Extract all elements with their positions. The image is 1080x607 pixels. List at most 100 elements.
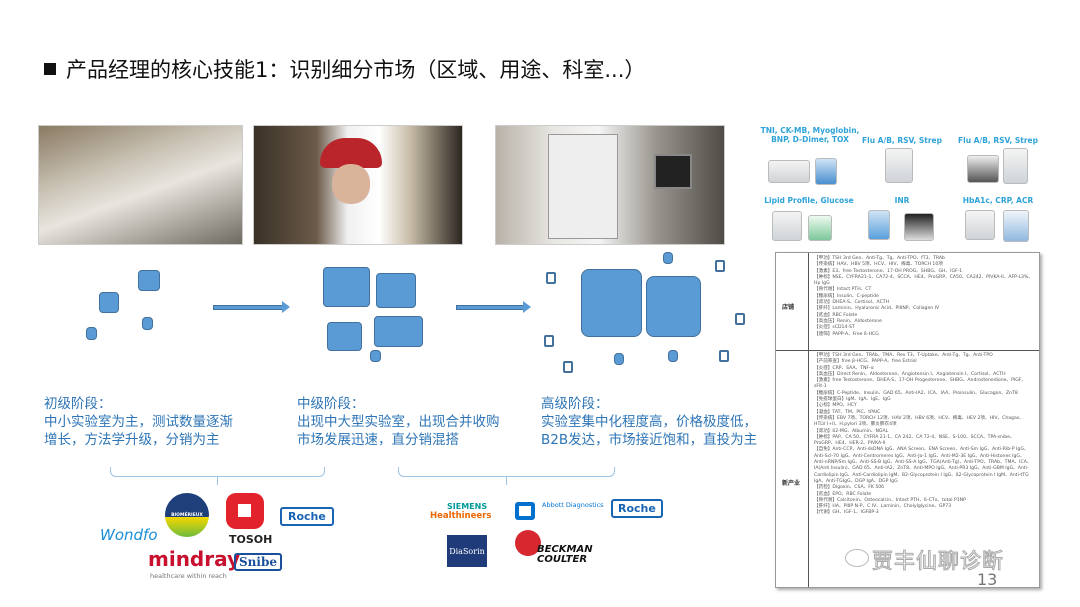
slide-title: 产品经理的核心技能1：识别细分市场（区域、用途、科室...） [44, 54, 645, 84]
lab-outline-square [546, 272, 556, 284]
product-label: Lipid Profile, Glucose [764, 196, 854, 205]
logo-text: DiaSorin [449, 546, 485, 556]
test-menu-table: 店铺 【甲功】TSH 3rd Gen、Anti-Tg、Tg、Anti-TPO、f… [775, 252, 1040, 588]
stage-desc: 中小实验室为主，测试数量逐渐 [44, 414, 233, 430]
lab-outline-square [715, 260, 725, 272]
snibe-logo: Snibe [234, 553, 282, 571]
lab-square [99, 292, 119, 313]
village-clinic-photo [253, 125, 463, 245]
table-line: 【甲功】TSH 3rd Gen、TRAb、TMA、Rev T3、T-Uptake… [814, 353, 993, 358]
table-divider [776, 350, 1039, 351]
device-image [885, 148, 913, 183]
lab-outline-square [719, 350, 729, 362]
lab-square [370, 350, 381, 362]
table-line: 【自免】Anti-CCP、Anti-dsDNA IgG、ANA Screen、E… [814, 447, 1032, 484]
lab-square [668, 350, 678, 362]
logo-text: BECKMAN [537, 544, 593, 555]
table-line: 【贫血】EPO、RBC Folate [814, 491, 872, 497]
table-line: 【免疫球蛋白】IgM、IgA、IgE、IgG [814, 397, 891, 403]
device-image [965, 210, 995, 240]
table-line: 【甲功】TSH 3rd Gen、Anti-Tg、Tg、Anti-TPO、fT3、… [814, 256, 945, 261]
table-line: 【骨代谢】Calcitonin、Osteocalcin、Intact PTH、ß… [814, 497, 966, 503]
product-label: INR [894, 196, 910, 205]
analyzer [548, 134, 618, 239]
lab-square [327, 322, 362, 351]
biomerieux-logo: BIOMÉRIEUX [165, 493, 209, 537]
device-image [1003, 148, 1028, 184]
product-label: TNI, CK-MB, Myoglobin, BNP, D-Dimer, TOX [760, 126, 860, 144]
table-line: 【代谢】GH、IGF-1、IGFBP-3 [814, 510, 879, 516]
siemens-logo: SIEMENS [447, 502, 488, 511]
logo-text: BIOMÉRIEUX [171, 512, 203, 518]
device-image [868, 210, 890, 240]
table-line: 【糖尿病】C-Peptide、Insulin、GAD 65、Anti-IA2、I… [814, 390, 1018, 396]
device-image [815, 158, 837, 185]
device-image [772, 211, 802, 241]
device-image [1003, 210, 1029, 242]
wechat-icon [845, 549, 869, 567]
small-lab-photo [38, 125, 243, 245]
stage-heading: 初级阶段： [44, 396, 112, 412]
table-line: 【激素】free Testosterone、DHEA-S、17-OH Proge… [814, 378, 1026, 390]
stage-desc: 市场发展迅速，直分销混搭 [297, 432, 459, 448]
stage-heading: 中级阶段： [297, 396, 365, 412]
table-line: 【骨代谢】Intact PTH、CT [814, 287, 872, 293]
table-line: 【产前筛查】free β-HCG、PAPP-A、free Estriol [814, 359, 917, 365]
lab-outline-square [544, 335, 554, 347]
stage-desc: 实验室集中化程度高，价格极度低， [541, 414, 757, 430]
abbott-logo: Abbott Diagnostics [542, 501, 604, 509]
brace-tip [506, 477, 507, 485]
table-line: 【肿标】PAP、CA 50、CYFRA 21-1、CA 242、CA 72-4、… [814, 434, 1015, 447]
device-image [967, 155, 999, 183]
table-category: 店铺 [782, 304, 795, 311]
abbott-logo-mark [515, 502, 535, 520]
table-cell: 【甲功】TSH 3rd Gen、Anti-Tg、Tg、Anti-TPO、fT3、… [814, 256, 1035, 338]
table-line: 【糖尿病】Insulin、C-peptide [814, 293, 879, 299]
doctor-face [332, 164, 370, 204]
table-line: 【药检】Digoxin、CSA、FK 506 [814, 485, 885, 491]
logo-text: COULTER [537, 554, 588, 565]
product-label: Flu A/B, RSV, Strep [958, 136, 1038, 145]
lab-square [142, 317, 153, 330]
title-text: 产品经理的核心技能1：识别细分市场（区域、用途、科室...） [66, 58, 646, 82]
arrow-right-icon [213, 301, 290, 313]
healthineers-logo: Healthineers [430, 511, 492, 521]
lab-square [86, 327, 97, 340]
beckman-logo-mark [515, 530, 541, 556]
lab-square [663, 252, 673, 264]
lab-square [376, 273, 416, 308]
table-line: 【传染病】HAV、HBV 5项、HCV、HIV、梅毒、TORCH 10项 [814, 262, 943, 268]
bullet-icon [44, 63, 56, 75]
doctor-hat [320, 138, 382, 168]
lab-square [614, 353, 624, 365]
table-line: 【唐筛】PAPP-A、Free ß-HCG [814, 331, 879, 337]
table-line: 【传染病】EBV 7项、TORCH 12项、HAV 2项、HBV 6项、HCV、… [814, 415, 1024, 428]
stage-desc: 增长，方法学升级，分销为主 [44, 432, 220, 448]
monitor [654, 154, 692, 189]
table-line: 【高血压】Renin、Aldosterone [814, 318, 882, 324]
table-category: 新产业 [782, 480, 801, 487]
stage-advanced: 高级阶段： 实验室集中化程度高，价格极度低， B2B发达，市场接近饱和，直投为主 [541, 395, 757, 449]
stage-heading: 高级阶段： [541, 396, 609, 412]
table-line: 【肾功】DHEA-S、Cortisol、ACTH [814, 300, 890, 306]
table-line: 【炎症】sCD14-ST [814, 325, 855, 331]
brace-right [398, 467, 615, 477]
mindray-logo: mindray [148, 547, 241, 571]
mindray-tagline: healthcare within reach [150, 572, 227, 580]
table-line: 【高血压】Direct Renin、Aldosterone、Angiotensi… [814, 371, 1006, 377]
central-lab-analyzer-photo [495, 125, 725, 245]
arrow-right-icon [456, 301, 531, 313]
table-line: 【炎症】CRP、SAA、TNF-α [814, 365, 874, 371]
table-line: 【贫血】RBC Folate [814, 312, 858, 318]
table-line: 【肿标】NSE、CYFRA21-1、CA72-4、SCCA、HE4、ProGRP… [814, 274, 1033, 287]
table-line: 【肾功】ß2-MG、Albumin、NGAL [814, 428, 889, 434]
wondfo-logo: Wondfo [100, 526, 158, 544]
table-divider [808, 253, 809, 587]
device-image [904, 213, 934, 241]
stage-primary: 初级阶段： 中小实验室为主，测试数量逐渐 增长，方法学升级，分销为主 [44, 395, 233, 449]
lab-square [323, 267, 370, 307]
table-cell: 【甲功】TSH 3rd Gen、TRAb、TMA、Rev T3、T-Uptake… [814, 353, 1035, 517]
table-line: 【肝纤】Laminin、Hyaluronic Acid、PIIINP、Colla… [814, 306, 940, 312]
watermark: 贾丰仙聊诊断 [872, 549, 1004, 574]
